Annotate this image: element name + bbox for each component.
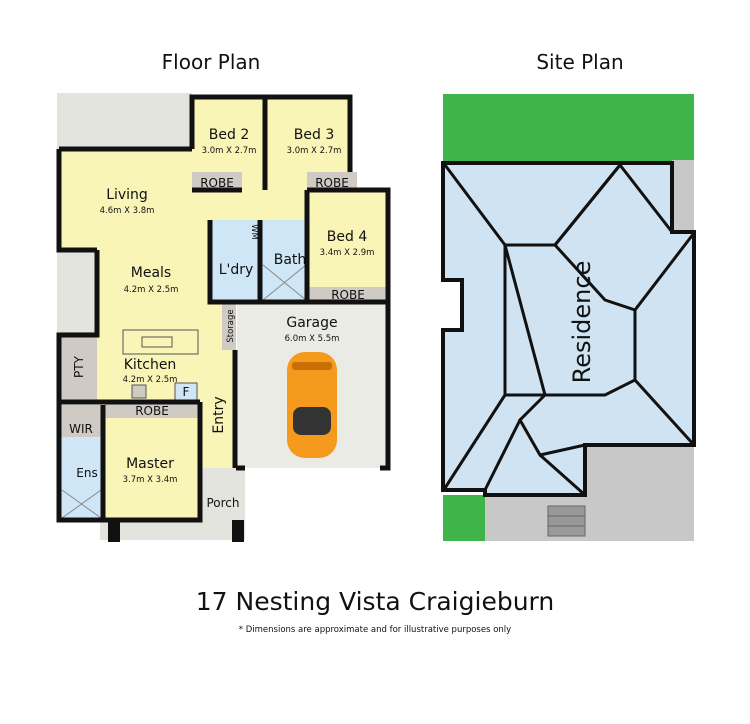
robe-bed4-label: ROBE [331, 288, 365, 302]
ensuite-label: Ens [76, 466, 97, 480]
living-label: Living [106, 187, 148, 203]
living-dims: 4.6m X 3.8m [100, 206, 155, 216]
master-label: Master [126, 456, 174, 472]
meals-dims: 4.2m X 2.5m [124, 285, 179, 295]
garage-label: Garage [286, 315, 337, 331]
kitchen-label: Kitchen [124, 357, 177, 373]
lawn-rear [443, 495, 485, 541]
driveway [585, 445, 694, 541]
bed2-dims: 3.0m X 2.7m [202, 146, 257, 156]
bed2-label: Bed 2 [209, 127, 249, 143]
pantry-label: PTY [72, 355, 86, 378]
lawn-front [443, 94, 694, 164]
porch [200, 468, 245, 528]
steps [547, 505, 586, 537]
car-icon [287, 352, 337, 458]
bed3-label: Bed 3 [294, 127, 334, 143]
wir [60, 405, 103, 437]
roof-hip-lines [443, 164, 696, 497]
cooktop-icon [131, 384, 147, 399]
wir-label: WIR [69, 422, 93, 436]
bed4-dims: 3.4m X 2.9m [320, 248, 375, 258]
meals-label: Meals [131, 265, 171, 281]
robe-bed3 [307, 172, 357, 190]
robe-master [105, 402, 200, 418]
ensuite-floor [60, 437, 103, 520]
robe-master-label: ROBE [135, 404, 169, 418]
kitchen-island [122, 329, 199, 355]
pantry [60, 332, 97, 402]
bath-floor [262, 220, 308, 302]
kitchen-dims: 4.2m X 2.5m [123, 375, 178, 385]
laundry-label: L'dry [219, 262, 254, 278]
fridge-label: F [183, 385, 190, 399]
storage [222, 302, 236, 350]
site-plan: Residence [441, 94, 696, 541]
bed4-label: Bed 4 [327, 229, 368, 245]
property-address: 17 Nesting Vista Craigieburn [196, 587, 554, 616]
garage-dims: 6.0m X 5.5m [285, 334, 340, 344]
side-path [672, 160, 694, 235]
laundry-floor [212, 220, 260, 302]
porch-label: Porch [206, 496, 239, 510]
outdoor-area [57, 250, 99, 335]
storage-label: Storage [226, 309, 236, 342]
master-dims: 3.7m X 3.4m [123, 475, 178, 485]
sink-icon [141, 336, 173, 348]
wm-label: WM [249, 224, 259, 240]
robe-bed2-label: ROBE [200, 176, 234, 190]
robe-bed3-label: ROBE [315, 176, 349, 190]
robe-bed4 [309, 287, 387, 302]
outdoor-area [57, 93, 192, 149]
residence-label: Residence [568, 261, 596, 384]
entry-label: Entry [211, 396, 227, 433]
disclaimer: * Dimensions are approximate and for ill… [239, 625, 511, 635]
bed3-dims: 3.0m X 2.7m [287, 146, 342, 156]
robe-bed2 [192, 172, 242, 190]
site-plan-title: Site Plan [536, 50, 623, 74]
bath-label: Bath [274, 252, 307, 268]
floor-plan: Porch [56, 93, 391, 542]
floor-plan-title: Floor Plan [162, 50, 261, 74]
